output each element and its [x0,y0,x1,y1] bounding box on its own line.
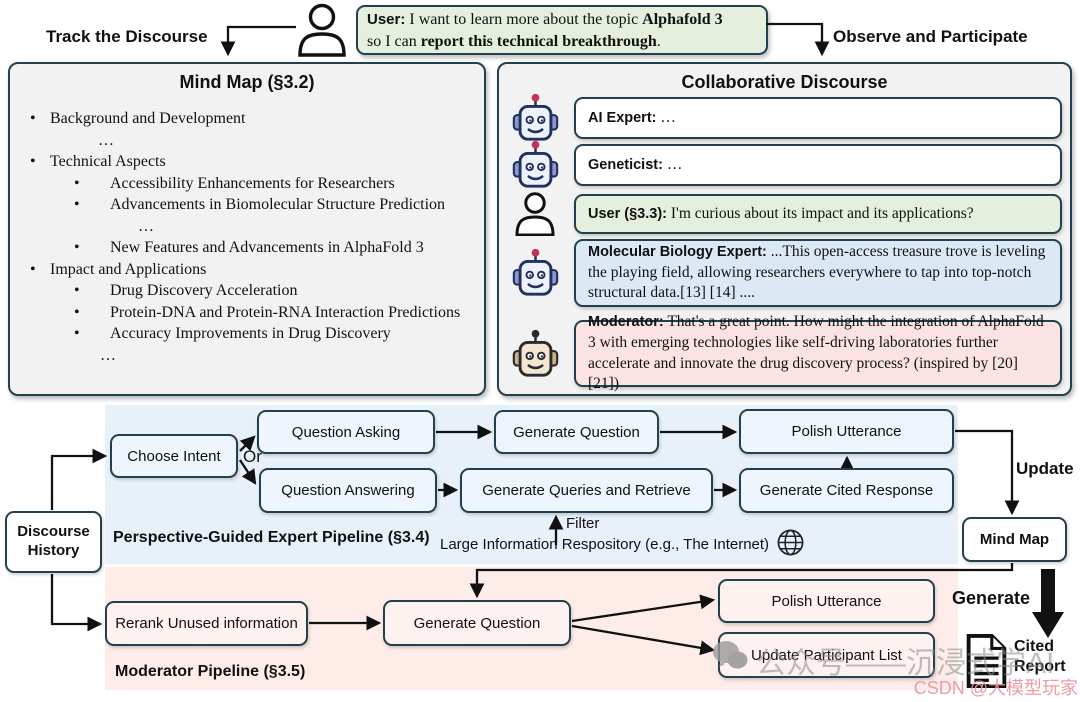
collaborative-discourse-title: Collaborative Discourse [681,72,888,92]
observe-participate-label: Observe and Participate [833,27,1028,46]
moderator-robot-icon [509,328,561,380]
repository-label: Large Information Respository (e.g., The… [440,536,770,553]
mind-map-item: Advancements in Biomolecular Structure P… [10,194,478,216]
message-text: ...This open-access treasure trove is le… [588,243,1046,302]
question-asking-box: Question Asking [257,410,435,454]
mind-map-list: Background and Development … Technical A… [10,108,478,366]
arrow-user-to-discourse [766,22,830,57]
generate-label: Generate [952,588,1031,608]
message-row: Molecular Biology Expert: ...This open-a… [509,239,1062,307]
rerank-unused-box: Rerank Unused information [105,601,308,646]
cited-report-label: Cited Report [1014,638,1066,675]
user-icon [293,3,351,62]
polish-utterance-moderator-box: Polish Utterance [718,579,935,623]
mind-map-box: Mind Map [962,517,1067,562]
user-query-text1: I want to learn more about the topic [409,11,639,28]
speaker-label: AI Expert: [588,109,657,126]
mind-map-item: Accuracy Improvements in Drug Discovery [10,323,478,345]
cited-report-doc-icon [961,633,1011,694]
user-query-text2: so I can [367,33,417,50]
arrow-history-to-rerank [50,574,103,632]
mind-map-ellipsis: … [98,131,117,149]
message-text: … [656,108,676,126]
molecular-biology-expert-bubble: Molecular Biology Expert: ...This open-a… [574,239,1062,307]
message-text: … [662,155,683,173]
mind-map-item: New Features and Advancements in AlphaFo… [10,237,478,259]
discourse-history-box: Discourse History [5,511,102,573]
generate-question-box: Generate Question [494,410,659,454]
update-participant-list-box: Update Participant List [718,632,935,678]
message-row: Moderator: That's a great point. How mig… [509,313,1062,392]
question-answering-box: Question Answering [259,468,437,513]
user-query-topic: Alphafold 3 [642,11,723,28]
choose-intent-box: Choose Intent [110,434,238,478]
mind-map-ellipsis: … [138,217,157,235]
arrow-polish-to-mindmap [955,429,1020,516]
mind-map-title: Mind Map (§3.2) [179,72,315,92]
robot-icon [509,139,561,191]
speaker-label: Geneticist: [588,156,663,173]
globe-icon [776,528,805,561]
generate-question-moderator-box: Generate Question [383,600,571,646]
repository-label-row: Large Information Respository (e.g., The… [440,528,805,561]
filter-label: Filter [566,515,600,532]
mind-map-item: Drug Discovery Acceleration [10,280,478,302]
mind-map-item: Protein-DNA and Protein-RNA Interaction … [10,302,478,324]
speaker-label: Moderator: [588,314,664,331]
mind-map-item: Impact and Applications [10,259,478,281]
mind-map-item: Background and Development [10,108,478,130]
mind-map-panel: Mind Map (§3.2) Background and Developme… [8,62,486,396]
expert-pipeline-label: Perspective-Guided Expert Pipeline (§3.4… [113,529,430,546]
moderator-pipeline-label: Moderator Pipeline (§3.5) [115,663,306,680]
collaborative-discourse-panel: Collaborative Discourse AI Expert: … [497,62,1072,396]
speaker-label: User (§3.3): [588,205,667,222]
mind-map-item: Technical Aspects [10,151,478,173]
generate-queries-box: Generate Queries and Retrieve [460,468,713,513]
generate-thick-arrow [1032,569,1064,638]
mind-map-item: Accessibility Enhancements for Researche… [10,173,478,195]
ai-expert-bubble: AI Expert: … [574,97,1062,139]
robot-icon [509,92,561,144]
user-icon [509,192,561,236]
arrow-history-to-choose-intent [50,448,108,510]
user-message-bubble: User (§3.3): I'm curious about its impac… [574,194,1062,234]
polish-utterance-box: Polish Utterance [739,409,954,454]
or-label: Or [243,447,262,466]
message-row: AI Expert: … [509,93,1062,141]
speaker-label: Molecular Biology Expert: [588,244,767,261]
message-row: User (§3.3): I'm curious about its impac… [509,192,1062,236]
user-query-goal: report this technical breakthrough [420,33,657,50]
update-label: Update [1016,459,1074,478]
mind-map-ellipsis: … [100,346,119,364]
arrow-user-to-mindmap [220,25,296,57]
message-row: Geneticist: … [509,140,1062,188]
user-query-period: . [656,33,661,50]
message-text: I'm curious about its impact and its app… [666,204,974,222]
moderator-bubble: Moderator: That's a great point. How mig… [574,313,1062,392]
user-speaker: User: [367,11,406,28]
track-discourse-label: Track the Discourse [46,27,208,46]
message-text: That's a great point. How might the inte… [588,313,1044,393]
generate-cited-response-box: Generate Cited Response [739,468,954,513]
user-query-bubble: User: I want to learn more about the top… [356,5,768,55]
geneticist-bubble: Geneticist: … [574,144,1062,186]
robot-icon [509,247,561,299]
